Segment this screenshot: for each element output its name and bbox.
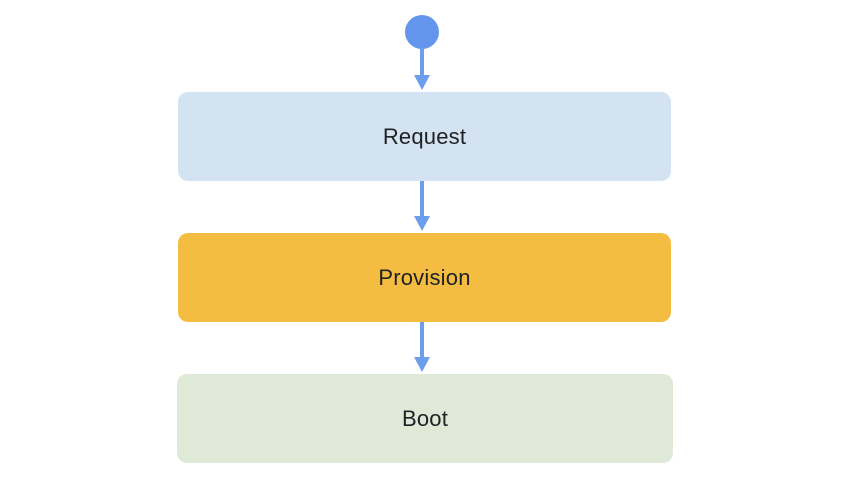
start-node (405, 15, 439, 49)
stage-boot-label: Boot (401, 405, 449, 431)
stage-boot: Boot (177, 374, 673, 463)
arrowhead-provision-to-boot (414, 357, 430, 372)
arrowhead-request-to-provision (414, 216, 430, 231)
arrowhead-start-to-request (414, 75, 430, 90)
stage-provision: Provision (178, 233, 671, 322)
stage-request-label: Request (382, 123, 467, 149)
stage-request: Request (178, 92, 671, 181)
stage-provision-label: Provision (378, 264, 471, 290)
